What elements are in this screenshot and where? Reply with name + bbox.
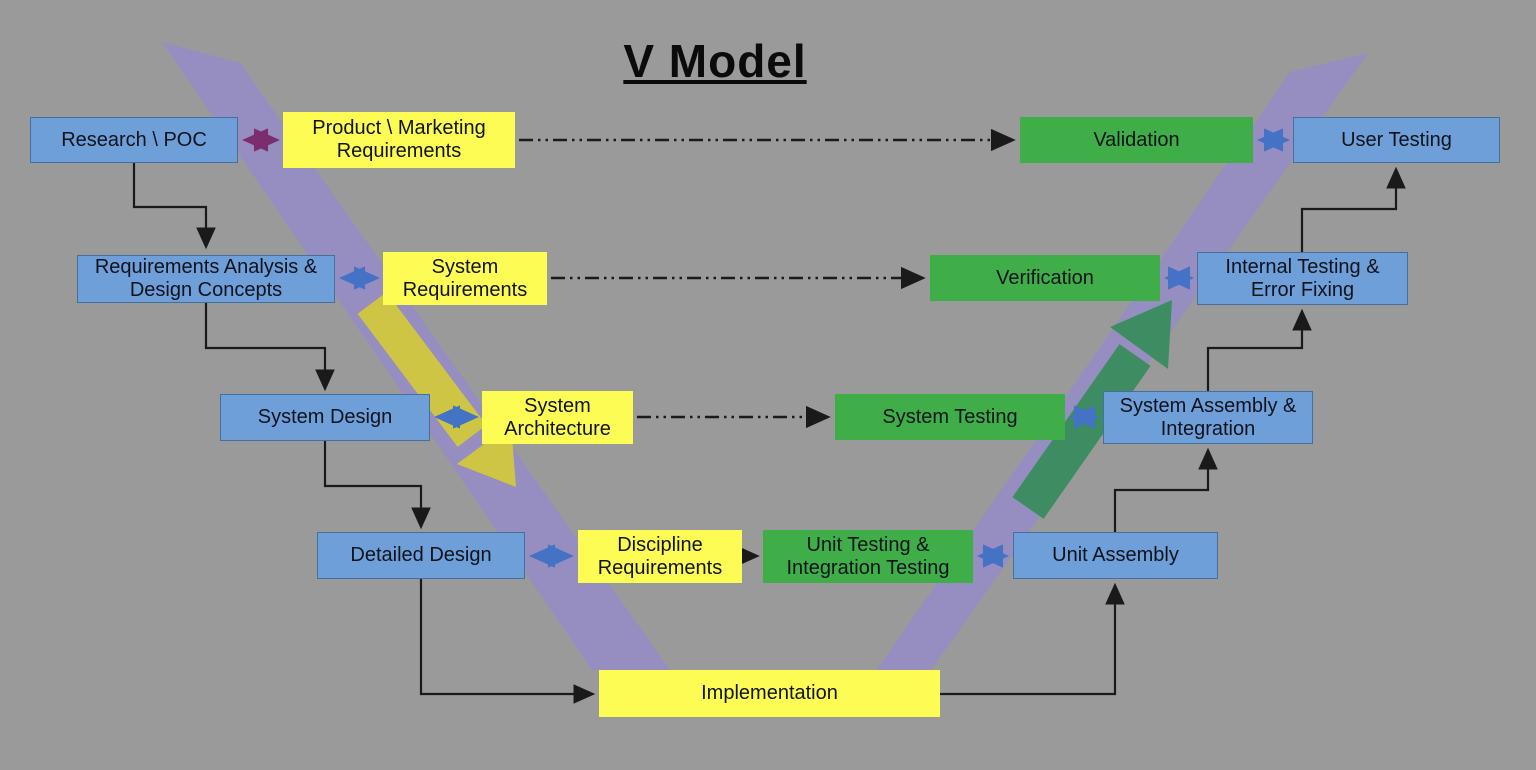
node-system-architecture: System Architecture <box>482 391 633 444</box>
node-detailed-design: Detailed Design <box>317 532 525 579</box>
node-system-testing: System Testing <box>835 394 1065 440</box>
connector-reqanalysis-to-systemdesign <box>204 303 335 392</box>
connector-unitassembly-to-systemassembly <box>1113 447 1218 532</box>
green-up-arrow <box>1012 300 1172 519</box>
diagram-title: V Model <box>623 35 807 87</box>
connector-systemassembly-to-internaltesting <box>1206 308 1312 392</box>
node-implementation: Implementation <box>599 670 940 717</box>
node-verification: Verification <box>930 255 1160 301</box>
node-unit-testing: Unit Testing & Integration Testing <box>763 530 973 583</box>
connector-detaileddesign-to-implementation <box>419 579 596 704</box>
node-user-testing: User Testing <box>1293 117 1500 163</box>
node-requirements-analysis: Requirements Analysis & Design Concepts <box>77 255 335 303</box>
node-system-design: System Design <box>220 394 430 441</box>
node-validation: Validation <box>1020 117 1253 163</box>
connector-research-to-reqanalysis <box>132 163 216 250</box>
node-discipline-requirements: Discipline Requirements <box>578 530 742 583</box>
node-system-requirements: System Requirements <box>383 252 547 305</box>
connector-systemdesign-to-detaileddesign <box>323 441 431 530</box>
node-product-marketing-reqs: Product \ Marketing Requirements <box>283 112 515 168</box>
node-research-poc: Research \ POC <box>30 117 238 163</box>
node-system-assembly: System Assembly & Integration <box>1103 391 1313 444</box>
connector-implementation-to-unitassembly <box>940 582 1125 696</box>
node-internal-testing: Internal Testing & Error Fixing <box>1197 252 1408 305</box>
connector-internaltesting-to-usertesting <box>1300 166 1406 253</box>
node-unit-assembly: Unit Assembly <box>1013 532 1218 579</box>
